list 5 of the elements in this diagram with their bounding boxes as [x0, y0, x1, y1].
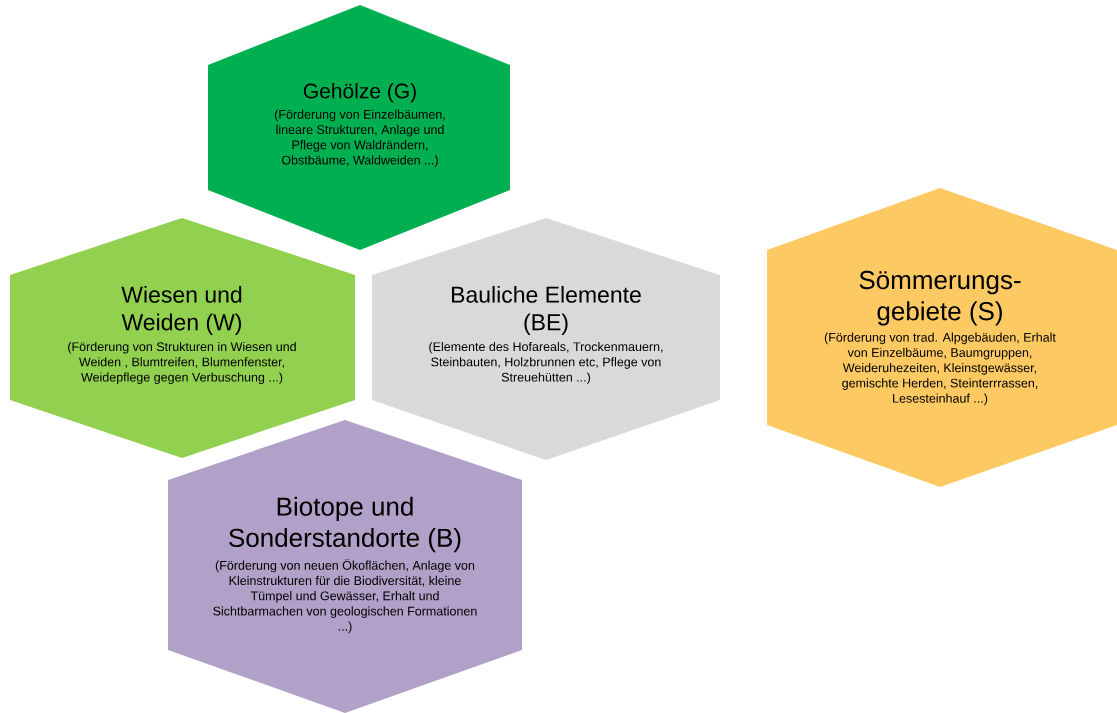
hexagon: Wiesen und Weiden (W) (Förderung von Strukturen in Wiesen und Weiden , Blumtreifen, Blumenfenster, Weidepflege gegen Verbuschung ...): [10, 218, 355, 458]
hexagon: Gehölze (G) (Förderung von Einzelbäumen, lineare Strukturen, Anlage und Pflege von Waldrändern, Obstbäume, Waldweiden ...): [208, 5, 510, 250]
hexagon: Biotope und Sonderstandorte (B) (Förderung von neuen Ökoflächen, Anlage von Kleinstrukturen für die Biodiversität, kleine Tümpel und Gewässer, Erhalt und Sichtbarmachen von geologischen Formationen ...): [168, 420, 522, 713]
hexagon: Bauliche Elemente (BE) (Elemente des Hofareals, Trockenmauern, Steinbauten, Holzbrunnen etc, Pflege von Streuehütten ...): [372, 218, 720, 460]
hexagon: Sömmerungs-gebiete (S) (Förderung von trad. Alpgebäuden, Erhalt von Einzelbäume, Baumgruppen, Weideruhezeiten, Kleinstgewässer, gemischte Herden, Steinterrrassen, Lesesteinhauf ...): [767, 188, 1117, 487]
